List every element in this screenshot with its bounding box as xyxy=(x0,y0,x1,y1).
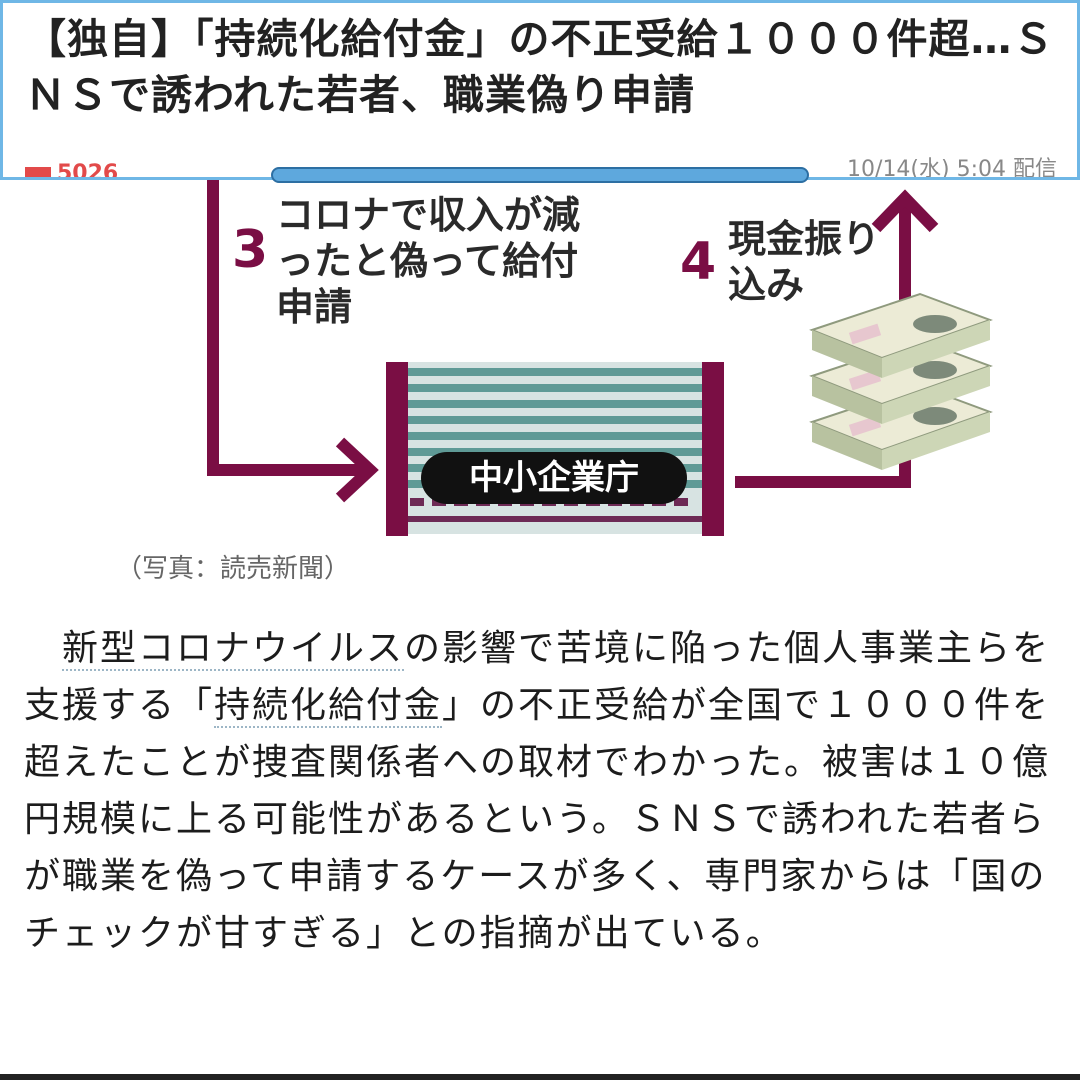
flow-arrow-left xyxy=(207,180,368,476)
comment-count-value: 5026 xyxy=(57,161,119,180)
body-indent xyxy=(24,628,62,669)
article-diagram: 3 コロナで収入が減ったと偽って給付申請 4 現金振り込み 中小企業庁 xyxy=(0,180,1080,600)
body-text-part-1: の影響で苦境に陥った個人事業主らを支援する「 xyxy=(24,628,1051,726)
step-3-number: 3 xyxy=(232,220,269,280)
arrow-head-right xyxy=(871,189,939,233)
body-text-part-2: 」の不正受給が全国で１０００件を超えたことが捜査関係者への取材でわかった。被害は… xyxy=(24,685,1051,954)
article-dateline: 10/14(水) 5:04 配信 xyxy=(847,157,1057,180)
step-4-number: 4 xyxy=(680,232,717,292)
agency-building xyxy=(386,362,724,536)
agency-label: 中小企業庁 xyxy=(421,452,687,504)
horizontal-scrollbar[interactable] xyxy=(271,167,809,183)
photo-caption: （写真：読売新聞） xyxy=(116,554,351,584)
bottom-edge-bar xyxy=(0,1074,1080,1080)
arrow-head-left xyxy=(335,437,379,503)
article-header: 【独自】「持続化給付金」の不正受給１０００件超…ＳＮＳで誘われた若者、職業偽り申… xyxy=(0,0,1080,180)
comment-count[interactable]: 5026 xyxy=(25,161,119,180)
flow-arrow-right xyxy=(735,200,911,488)
cash-bundles-icon xyxy=(809,292,993,470)
article-body: 新型コロナウイルスの影響で苦境に陥った個人事業主らを支援する「持続化給付金」の不… xyxy=(24,620,1064,962)
step-4-label: 現金振り込み xyxy=(728,217,881,307)
step-3-label: コロナで収入が減ったと偽って給付申請 xyxy=(276,193,581,329)
keyword-link-coronavirus[interactable]: 新型コロナウイルス xyxy=(62,628,405,671)
article-title[interactable]: 【独自】「持続化給付金」の不正受給１０００件超…ＳＮＳで誘われた若者、職業偽り申… xyxy=(25,15,1055,119)
comment-icon xyxy=(25,167,51,177)
keyword-link-subsidy[interactable]: 持続化給付金 xyxy=(214,685,443,728)
